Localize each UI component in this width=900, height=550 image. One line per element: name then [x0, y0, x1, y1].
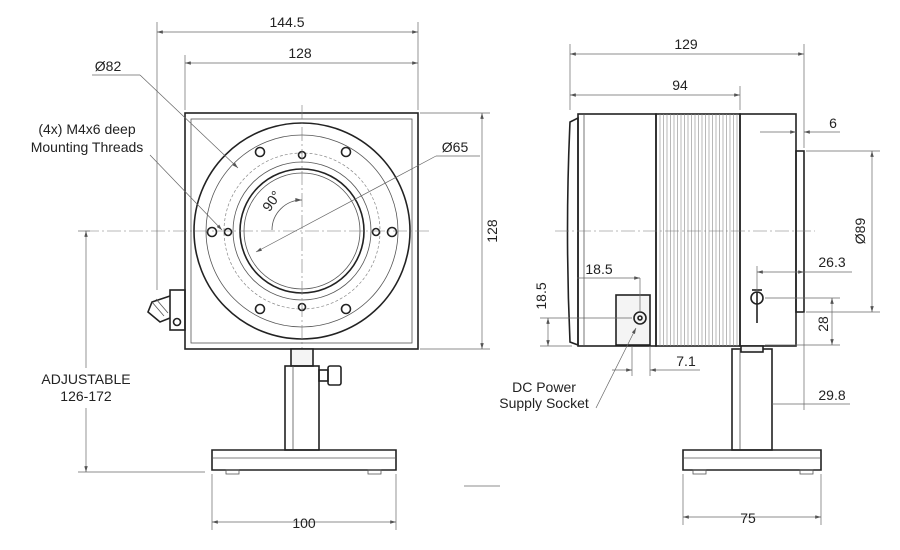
side-finned-body	[655, 113, 741, 347]
side-post	[731, 348, 773, 451]
mounting-holes-outer	[206, 146, 398, 315]
dim-socket-width: 7.1	[676, 353, 696, 369]
dim-socket-vertical: 18.5	[533, 282, 549, 309]
dim-front-height: 128	[484, 219, 500, 243]
dim-inner-diameter: Ø65	[442, 139, 469, 155]
adjustable-range: 126-172	[60, 388, 112, 404]
dim-outer-diameter: Ø82	[95, 58, 122, 74]
dim-front-body-width: 128	[288, 45, 312, 61]
side-cable-connector	[147, 289, 186, 331]
front-post	[284, 365, 320, 451]
dim-socket-horizontal: 18.5	[585, 261, 612, 277]
dc-socket-label-line2: Supply Socket	[499, 395, 589, 411]
dc-power-socket[interactable]	[615, 294, 651, 346]
front-post-holder	[290, 348, 314, 367]
threads-label-line1: (4x) M4x6 deep	[38, 121, 135, 137]
dim-front-overall-width: 144.5	[269, 14, 304, 30]
cooling-fins	[659, 114, 738, 346]
dim-side-diameter: Ø89	[852, 218, 868, 245]
dim-base-width-front: 100	[292, 515, 316, 531]
dim-side-overall-length: 129	[674, 36, 698, 52]
dim-side-flange-offset: 6	[829, 115, 837, 131]
side-base	[682, 449, 822, 471]
side-view: 129 94 6 Ø89 26.3 28 18.5 18.5	[499, 36, 880, 526]
threads-label-line2: Mounting Threads	[31, 139, 144, 155]
side-rear-housing	[739, 113, 797, 347]
dim-base-width-side: 75	[740, 510, 756, 526]
rotation-angle-label: 90°	[259, 188, 284, 215]
front-thumbscrew	[318, 369, 329, 382]
side-front-cap	[566, 116, 579, 347]
dim-switch-height: 28	[815, 316, 831, 332]
front-base	[211, 449, 397, 471]
power-switch[interactable]	[750, 289, 764, 323]
dc-socket-label-line1: DC Power	[512, 379, 576, 395]
front-view: 90° 144.5 128 Ø82	[31, 14, 500, 531]
adjustable-label: ADJUSTABLE	[41, 371, 130, 387]
dim-side-finned-length: 94	[672, 77, 688, 93]
side-rear-flange	[795, 150, 805, 313]
dim-side-switch-offset: 26.3	[818, 254, 845, 270]
dim-switch-to-post: 29.8	[818, 387, 845, 403]
